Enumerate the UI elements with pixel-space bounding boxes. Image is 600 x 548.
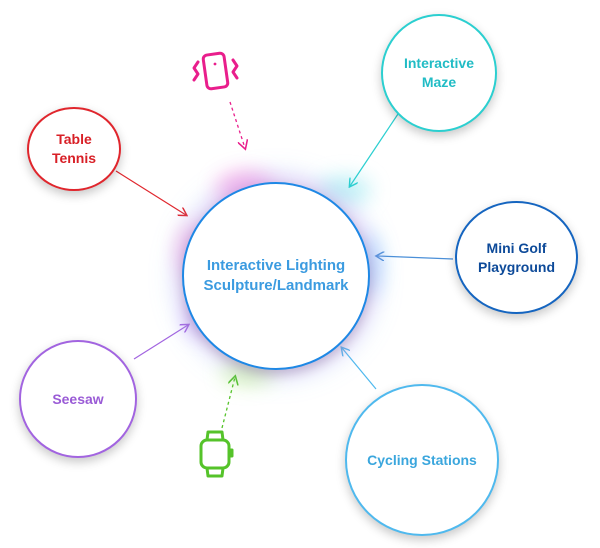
node-cycling-stations: Cycling Stations [345,384,499,536]
arrow-cycling-stations [342,348,377,390]
node-table-tennis: Table Tennis [27,107,121,191]
arrow-phone [229,101,245,148]
node-seesaw-label: Seesaw [52,390,104,407]
arrow-mini-golf [377,256,454,259]
vibrating-phone-icon [192,51,239,91]
node-interactive-maze-label: Interactive Maze [403,55,475,90]
arrow-interactive-maze [350,113,399,186]
center-node-label: Interactive Lighting Sculpture/Landmark [203,257,349,294]
center-node: Interactive Lighting Sculpture/Landmark [182,182,370,370]
node-mini-golf-playground: Mini Golf Playground [455,201,578,314]
arrow-seesaw [133,325,188,360]
node-table-tennis-label: Table Tennis [51,131,97,166]
arrow-watch [221,377,235,429]
node-seesaw: Seesaw [19,340,137,458]
node-mini-golf-label: Mini Golf Playground [477,239,555,275]
node-interactive-maze: Interactive Maze [381,14,497,132]
node-cycling-stations-label: Cycling Stations [367,451,477,468]
smartwatch-icon [199,430,234,478]
arrow-table-tennis [115,170,186,215]
